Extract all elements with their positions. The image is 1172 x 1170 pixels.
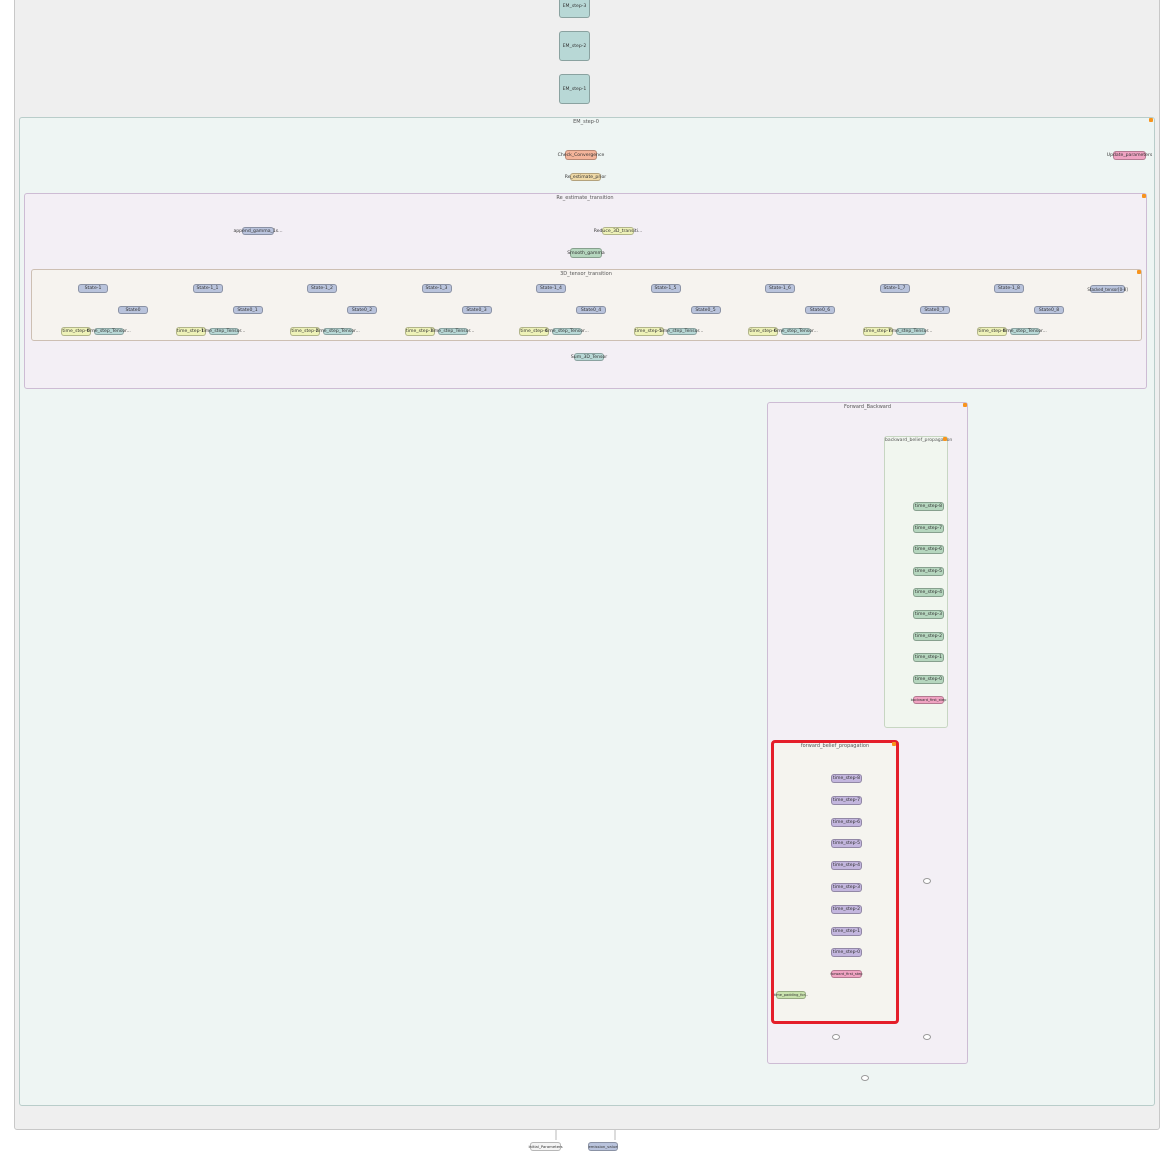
state-1-node[interactable]: State-1_5: [650, 284, 681, 293]
state-1-node[interactable]: State-1_2: [307, 284, 337, 293]
forward-backward-title: Forward_Backward: [843, 404, 892, 410]
time-step-tensor-node[interactable]: time_step_Tensor...: [201, 328, 246, 335]
backward-first-step-node[interactable]: backward_first_step: [910, 696, 947, 704]
time-step-node[interactable]: time_step-0: [61, 327, 91, 336]
expand-icon[interactable]: [963, 403, 967, 407]
state-0-node[interactable]: State0_2: [347, 306, 377, 314]
append-gamma-node[interactable]: append_gamma_1s...: [233, 227, 283, 235]
time-step-tensor-node[interactable]: time_step_Tensor...: [316, 328, 360, 335]
state-0-node[interactable]: State0_3: [461, 306, 492, 314]
time-step-node[interactable]: time_step-3: [404, 327, 435, 336]
expand-icon[interactable]: [943, 437, 947, 441]
time-step-node[interactable]: time_step-2: [290, 327, 320, 336]
state-1-node[interactable]: State-1_4: [536, 284, 566, 293]
op-node[interactable]: [923, 878, 931, 884]
time-step-tensor-node[interactable]: time_step_Tensor...: [774, 328, 818, 335]
backward-time-step-node[interactable]: time_step-4: [913, 588, 944, 598]
op-node[interactable]: [923, 1034, 931, 1040]
forward-time-step-node[interactable]: time_step-6: [831, 817, 862, 827]
op-node[interactable]: [832, 1034, 840, 1040]
time-step-tensor-node[interactable]: time_step_Tensor...: [888, 328, 933, 335]
time-step-tensor-node[interactable]: time_step_Tensor...: [87, 328, 131, 335]
expand-icon[interactable]: [1149, 118, 1153, 122]
backward-propagation-container: [884, 436, 948, 728]
time-step-tensor-node[interactable]: time_step_Tensor...: [545, 328, 589, 335]
check-convergence-node[interactable]: Check_Convergence: [558, 150, 604, 160]
forward-propagation-title: forward_belief_propagation: [800, 743, 870, 749]
forward-time-step-node[interactable]: time_step-3: [831, 883, 862, 892]
forward-time-step-node[interactable]: time_step-1: [831, 926, 862, 936]
time-step-tensor-node[interactable]: time_step_Tensor...: [1003, 328, 1047, 335]
state-1-node[interactable]: State-1: [78, 284, 108, 293]
time-step-node[interactable]: time_step-8: [977, 327, 1007, 336]
backward-propagation-title: backward_belief_propagation: [885, 438, 953, 443]
sum-3d-tensor-node[interactable]: Sum_3D_Tensor: [570, 353, 608, 361]
tensor-transition-title: 3D_tensor_transition: [560, 271, 612, 277]
forward-time-step-node[interactable]: time_step-0: [831, 948, 862, 958]
backward-time-step-node[interactable]: time_step-3: [913, 610, 944, 619]
emission-value-node[interactable]: emission_value: [588, 1142, 618, 1151]
forward-first-step-node[interactable]: forward_first_step: [830, 970, 863, 978]
time-step-node[interactable]: time_step-6: [748, 327, 778, 336]
backward-time-step-node[interactable]: time_step-5: [913, 566, 944, 576]
smooth-gamma-node[interactable]: Smooth_gamma: [567, 248, 605, 258]
state-1-node[interactable]: State-1_7: [879, 284, 910, 293]
time-step-tensor-node[interactable]: time_step_Tensor...: [430, 328, 475, 335]
time-step-node[interactable]: time_step-5: [633, 327, 664, 336]
state-1-node[interactable]: State-1_3: [421, 284, 452, 293]
state-1-node[interactable]: State-1_1: [192, 284, 223, 293]
state-0-node[interactable]: State0_5: [690, 306, 721, 314]
time-step-node[interactable]: time_step-7: [862, 327, 893, 336]
backward-time-step-node[interactable]: time_step-2: [913, 631, 944, 641]
expand-icon[interactable]: [1142, 194, 1146, 198]
expand-icon[interactable]: [1137, 270, 1141, 274]
state-0-node[interactable]: State0: [118, 306, 148, 314]
expand-icon[interactable]: [892, 742, 896, 746]
state-0-node[interactable]: State0_6: [805, 306, 835, 314]
state-0-node[interactable]: State0_8: [1034, 306, 1064, 314]
time-step-node[interactable]: time_step-4: [519, 327, 549, 336]
re-estimate-transition-title: Re_estimate_transition: [556, 195, 614, 201]
state-1-node[interactable]: State-1_6: [765, 284, 795, 293]
forward-time-step-node[interactable]: time_step-2: [831, 904, 862, 914]
state-0-node[interactable]: State0_1: [232, 306, 263, 314]
time-step-tensor-node[interactable]: time_step_Tensor...: [659, 328, 704, 335]
update-parameters-node[interactable]: Update_parameters: [1106, 151, 1153, 160]
forward-time-step-node[interactable]: time_step-7: [831, 795, 862, 805]
backward-time-step-node[interactable]: time_step-0: [913, 674, 944, 684]
backward-time-step-node[interactable]: time_step-7: [913, 523, 944, 533]
state-1-node[interactable]: State-1_8: [994, 284, 1024, 293]
reduce-3d-transition-node[interactable]: Reduce_3D_transiti...: [593, 227, 643, 235]
time-padding-node[interactable]: time_padding_for...: [773, 991, 809, 999]
stacked-tensor-node[interactable]: Stacked_tensor[0-8]: [1087, 285, 1128, 293]
backward-time-step-node[interactable]: time_step-8: [913, 502, 944, 511]
em-step-1-node[interactable]: EM_step-1: [559, 74, 590, 104]
forward-time-step-node[interactable]: time_step-5: [831, 839, 862, 849]
forward-time-step-node[interactable]: time_step-8: [831, 774, 862, 783]
op-node[interactable]: [861, 1075, 869, 1081]
re-estimate-prior-node[interactable]: Re_estimate_prior: [564, 173, 607, 181]
initial-parameters-node[interactable]: Initial_Parameters: [528, 1142, 563, 1151]
em-step-3-node[interactable]: EM_step-3: [559, 0, 590, 18]
backward-time-step-node[interactable]: time_step-1: [913, 653, 944, 663]
time-step-node[interactable]: time_step-1: [175, 327, 206, 336]
forward-time-step-node[interactable]: time_step-4: [831, 861, 862, 871]
em-step-2-node[interactable]: EM_step-2: [559, 31, 590, 61]
em-step-0-title: EM_step-0: [573, 119, 599, 125]
state-0-node[interactable]: State0_7: [919, 306, 950, 314]
state-0-node[interactable]: State0_4: [576, 306, 606, 314]
backward-time-step-node[interactable]: time_step-6: [913, 545, 944, 555]
